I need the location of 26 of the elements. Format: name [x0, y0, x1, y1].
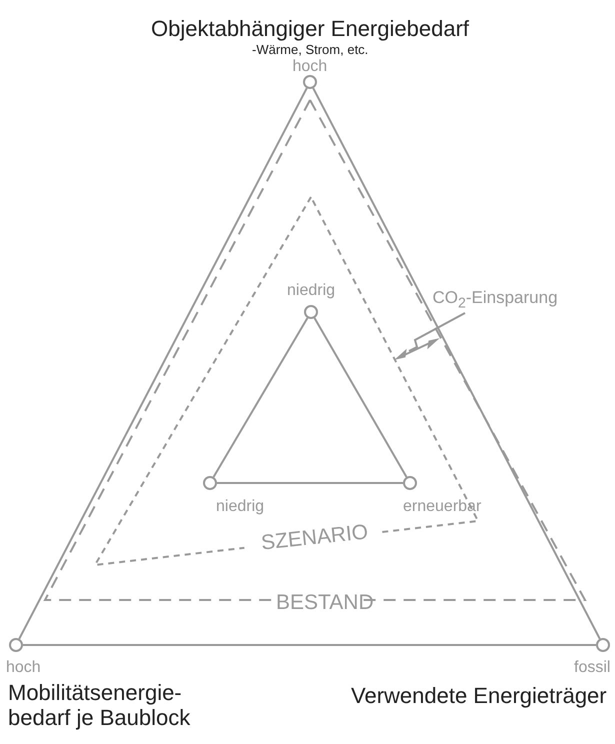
axis-value-label: fossil [574, 659, 610, 678]
vertex-marker [403, 476, 417, 490]
axis-title: Objektabhängiger Energiebedarf [151, 16, 470, 41]
vertex-marker [203, 476, 217, 490]
axis-value-label: hoch [6, 659, 41, 678]
callout-text: CO$_{2}$-Einsparung [432, 288, 558, 312]
leader-line [408, 312, 466, 352]
axis-title: Mobilitätsenergie- bedarf je Baublock [8, 680, 192, 731]
axis-value-label: erneuerbar [403, 498, 482, 516]
vertex-marker [304, 305, 318, 319]
axis-value-label: niedrig [216, 498, 264, 516]
triangle-side [212, 318, 308, 478]
triangle-side [217, 482, 403, 484]
axis-subtitle: -Wärme, Strom, etc. [252, 42, 368, 58]
axis-value-label: hoch [292, 58, 328, 76]
triangle-side [314, 318, 408, 478]
vertex-marker [303, 75, 317, 89]
axis-value-label: niedrig [287, 282, 336, 300]
triangle-side [18, 88, 308, 640]
axis-title: Verwendete Energieträger [351, 682, 607, 708]
vertex-marker [596, 638, 610, 652]
triangle-side [23, 644, 596, 646]
region-label: BESTAND [276, 591, 374, 616]
vertex-marker [9, 638, 23, 652]
triangle-side [312, 88, 601, 640]
region-label: SZENARIO [260, 520, 369, 556]
